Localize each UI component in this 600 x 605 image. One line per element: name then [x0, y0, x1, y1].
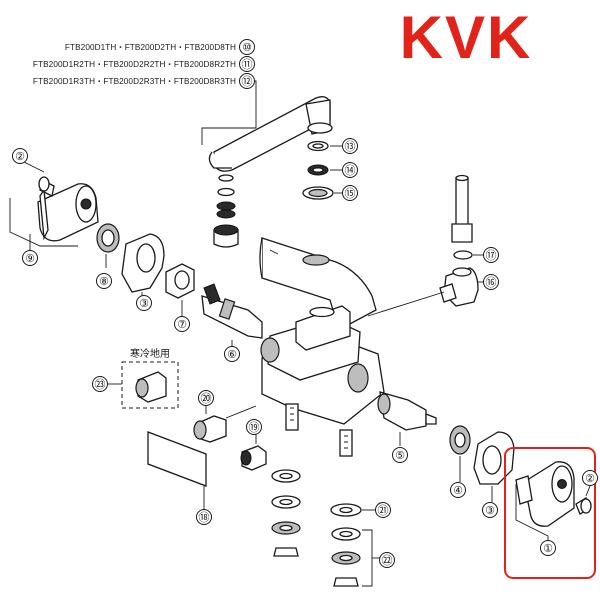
nut-8: ⑧ [96, 223, 120, 289]
svg-text:④: ④ [453, 485, 463, 497]
model-list: FTB200D1TH・FTB200D2TH・FTB200D8TH FTB200D… [33, 39, 257, 145]
svg-text:③: ③ [485, 505, 495, 517]
ring-15: ⑮ [302, 185, 358, 201]
ring-17: ⑰ [453, 247, 499, 263]
svg-text:㉑: ㉑ [378, 504, 389, 517]
left-handle-9: ⑨ [9, 183, 99, 266]
washer-stack-22: ㉒ [331, 527, 395, 587]
washer-stack-left [271, 469, 301, 557]
svg-text:⑦: ⑦ [177, 319, 187, 331]
svg-text:⑧: ⑧ [99, 276, 109, 288]
plate-18: ⑱ [147, 431, 212, 525]
nut-7: ⑦ [165, 263, 195, 332]
callout-10: ⑩ [239, 39, 255, 55]
valve-body [260, 291, 445, 457]
model-line-10: FTB200D1TH・FTB200D2TH・FTB200D8TH [65, 43, 236, 52]
ring-14: ⑭ [307, 162, 358, 178]
cold-region-part-23: 寒冷地用 ㉓ [92, 347, 179, 409]
svg-text:②: ② [585, 473, 595, 485]
svg-text:⑱: ⑱ [199, 511, 210, 524]
svg-text:⑤: ⑤ [395, 450, 405, 462]
svg-text:①: ① [543, 543, 553, 555]
svg-text:⑲: ⑲ [249, 421, 260, 434]
svg-text:⑨: ⑨ [25, 253, 35, 265]
screw-2-left: ② [12, 148, 55, 197]
svg-text:⑫: ⑫ [242, 75, 253, 88]
spout [208, 96, 333, 172]
svg-text:⑥: ⑥ [227, 349, 237, 361]
kvk-logo: KVK [400, 4, 533, 71]
svg-text:⑭: ⑭ [345, 164, 356, 177]
svg-text:⑰: ⑰ [486, 249, 497, 262]
svg-text:㉒: ㉒ [382, 554, 393, 567]
cold-region-label: 寒冷地用 [130, 347, 170, 360]
svg-text:⑩: ⑩ [242, 42, 252, 54]
svg-text:⑮: ⑮ [345, 187, 356, 200]
plug-20: ⑳ [193, 390, 257, 443]
screw-2-right: ② [575, 470, 598, 515]
elbow-16: ⑯ [439, 267, 499, 307]
supply-pipe [451, 174, 473, 243]
svg-text:㉓: ㉓ [95, 378, 106, 391]
cartridge-5: ⑤ [377, 391, 437, 463]
washer-21: ㉑ [330, 502, 391, 518]
svg-text:⑯: ⑯ [486, 276, 497, 289]
svg-text:⑳: ⑳ [201, 392, 212, 405]
svg-text:③: ③ [139, 298, 149, 310]
plug-19: ⑲ [240, 419, 267, 471]
escutcheon-3-right: ③ [473, 431, 515, 518]
highlight-box [504, 447, 596, 579]
nut-4: ④ [449, 425, 471, 498]
aerator-stack [213, 174, 239, 248]
svg-text:②: ② [15, 151, 25, 163]
thermo-cartridge-6: ⑥ [201, 283, 263, 362]
callout-11: ⑪ [239, 56, 255, 72]
model-line-12: FTB200D1R3TH・FTB200D2R3TH・FTB200D8R3TH [33, 77, 236, 86]
model-line-11: FTB200D1R2TH・FTB200D2R2TH・FTB200D8R2TH [33, 60, 236, 69]
svg-text:⑬: ⑬ [345, 140, 356, 153]
escutcheon-3-left: ③ [121, 233, 165, 311]
ring-13: ⑬ [307, 138, 358, 154]
handle-1: ① [515, 461, 575, 556]
svg-text:⑪: ⑪ [242, 58, 253, 71]
callout-12: ⑫ [239, 73, 255, 89]
